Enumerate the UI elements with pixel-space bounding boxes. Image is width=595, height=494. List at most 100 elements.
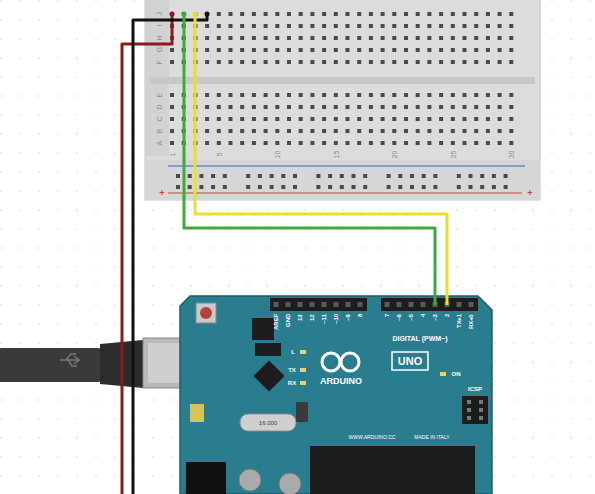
breadboard-hole xyxy=(270,174,274,178)
breadboard-hole xyxy=(369,60,373,64)
breadboard-hole xyxy=(498,129,502,133)
breadboard-hole xyxy=(387,185,391,189)
column-number: 30 xyxy=(508,151,515,159)
breadboard-hole xyxy=(469,174,473,178)
breadboard-hole xyxy=(469,185,473,189)
header-pin xyxy=(385,302,390,307)
breadboard-hole xyxy=(240,48,244,52)
breadboard-hole xyxy=(352,185,356,189)
breadboard-hole xyxy=(281,185,285,189)
breadboard-hole xyxy=(381,60,385,64)
breadboard-hole xyxy=(369,129,373,133)
breadboard-hole xyxy=(404,105,408,109)
breadboard-hole xyxy=(264,129,268,133)
breadboard-hole xyxy=(205,105,209,109)
header-pin xyxy=(421,302,426,307)
breadboard-hole xyxy=(264,24,268,28)
breadboard-hole xyxy=(474,36,478,40)
breadboard-hole xyxy=(498,105,502,109)
breadboard-hole xyxy=(252,12,256,16)
breadboard-hole xyxy=(287,105,291,109)
breadboard-hole xyxy=(275,60,279,64)
breadboard-hole xyxy=(229,117,233,121)
breadboard-hole xyxy=(369,117,373,121)
breadboard-hole xyxy=(404,24,408,28)
breadboard-hole xyxy=(404,12,408,16)
breadboard-hole xyxy=(299,36,303,40)
column-number: 20 xyxy=(391,151,398,159)
pin-label: 12 xyxy=(309,314,315,321)
breadboard-hole xyxy=(474,48,478,52)
breadboard-hole xyxy=(322,48,326,52)
breadboard-hole xyxy=(381,24,385,28)
breadboard-hole xyxy=(205,141,209,145)
breadboard-hole xyxy=(463,129,467,133)
breadboard-hole xyxy=(416,141,420,145)
breadboard-hole xyxy=(398,174,402,178)
led-label: RX xyxy=(288,380,296,386)
origin-note: MADE IN ITALY xyxy=(414,435,449,440)
breadboard-hole xyxy=(504,185,508,189)
breadboard-hole xyxy=(509,93,513,97)
breadboard-hole xyxy=(264,117,268,121)
breadboard-hole xyxy=(340,185,344,189)
breadboard-hole xyxy=(392,48,396,52)
breadboard-hole xyxy=(170,105,174,109)
breadboard-hole xyxy=(199,174,203,178)
breadboard-hole xyxy=(334,105,338,109)
breadboard-hole xyxy=(217,141,221,145)
jumper-wires xyxy=(122,12,447,494)
breadboard-hole xyxy=(322,93,326,97)
breadboard-hole xyxy=(322,105,326,109)
breadboard-hole xyxy=(486,129,490,133)
breadboard-hole xyxy=(322,60,326,64)
breadboard-hole xyxy=(264,36,268,40)
breadboard-hole xyxy=(392,36,396,40)
breadboard-hole xyxy=(416,48,420,52)
breadboard-hole xyxy=(264,93,268,97)
breadboard-hole xyxy=(170,60,174,64)
pin-label: GND xyxy=(285,314,291,327)
breadboard-hole xyxy=(439,129,443,133)
breadboard-hole xyxy=(170,129,174,133)
breadboard-hole xyxy=(392,12,396,16)
breadboard-hole xyxy=(433,174,437,178)
breadboard-hole xyxy=(287,117,291,121)
header-pin xyxy=(274,302,279,307)
breadboard-hole xyxy=(346,141,350,145)
breadboard-hole xyxy=(439,60,443,64)
website: WWW.ARDUINO.CC xyxy=(349,435,396,440)
red-wire xyxy=(122,14,172,494)
breadboard-hole xyxy=(293,185,297,189)
usb-cable xyxy=(0,338,205,388)
breadboard-hole xyxy=(252,60,256,64)
icsp-pin xyxy=(467,408,471,412)
breadboard-hole xyxy=(474,24,478,28)
breadboard-hole xyxy=(246,185,250,189)
header-pin xyxy=(346,302,351,307)
breadboard-hole xyxy=(229,141,233,145)
breadboard-hole xyxy=(381,129,385,133)
breadboard-hole xyxy=(509,141,513,145)
breadboard-hole xyxy=(381,12,385,16)
breadboard-hole xyxy=(334,36,338,40)
breadboard-hole xyxy=(486,36,490,40)
breadboard-hole xyxy=(427,48,431,52)
breadboard-hole xyxy=(451,117,455,121)
breadboard-hole xyxy=(357,24,361,28)
breadboard-hole xyxy=(264,105,268,109)
breadboard-hole xyxy=(474,141,478,145)
breadboard-hole xyxy=(457,174,461,178)
breadboard-hole xyxy=(416,129,420,133)
breadboard-hole xyxy=(252,93,256,97)
breadboard-hole xyxy=(252,36,256,40)
breadboard-hole xyxy=(205,24,209,28)
breadboard-hole xyxy=(357,36,361,40)
breadboard-hole xyxy=(392,60,396,64)
breadboard-hole xyxy=(264,141,268,145)
breadboard-hole xyxy=(357,48,361,52)
breadboard-hole xyxy=(275,12,279,16)
breadboard-hole xyxy=(205,129,209,133)
breadboard-hole xyxy=(287,93,291,97)
